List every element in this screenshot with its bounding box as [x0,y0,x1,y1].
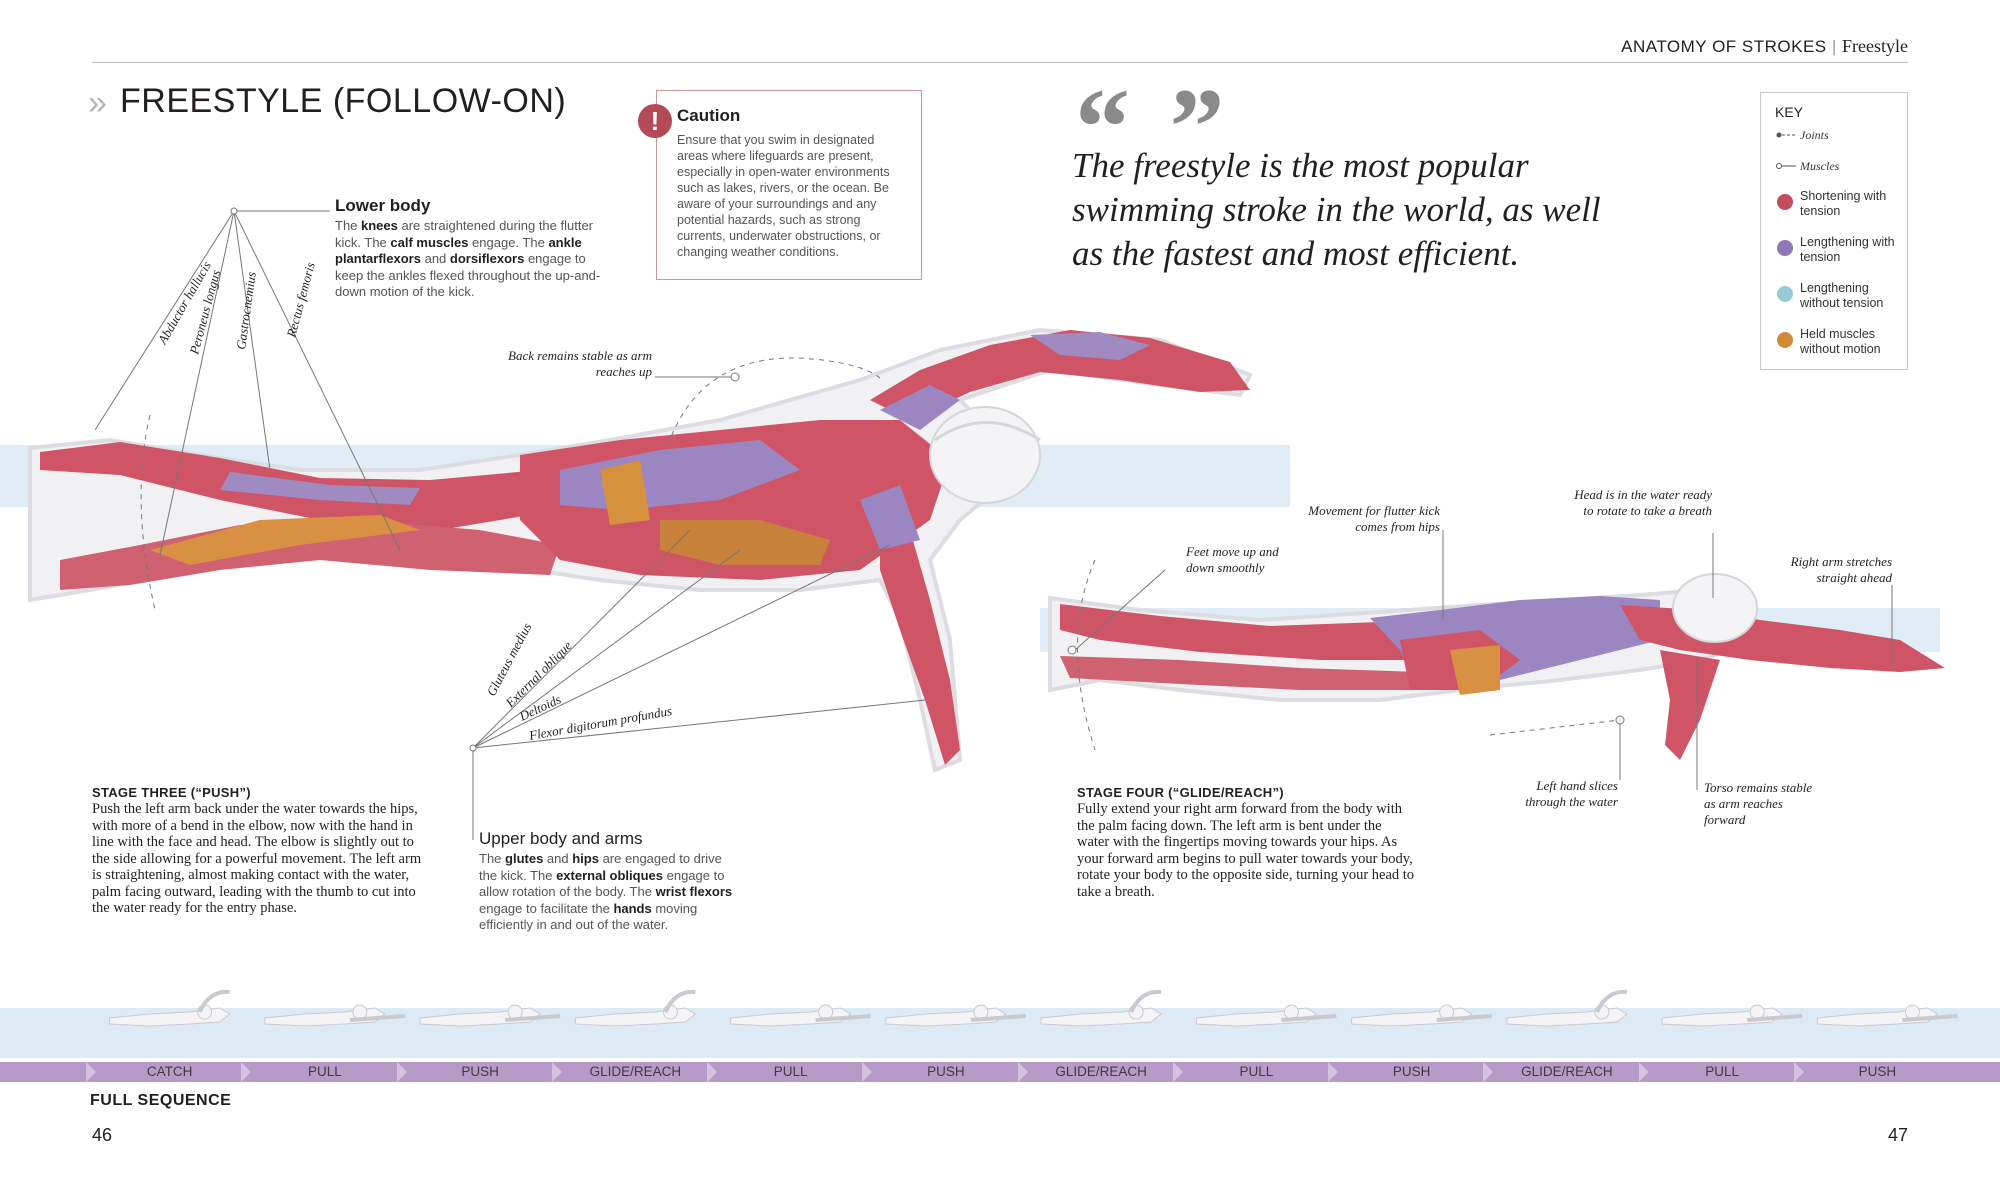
sequence-swimmer-figure [1506,989,1628,1027]
key-label-shortening: Shortening with tension [1800,189,1887,218]
leader-lines-upper [469,357,926,840]
pull-quote: The freestyle is the most popular swimmi… [1072,146,1601,273]
sequence-swimmer-figure [1195,1004,1337,1027]
callout-torso-stable: Torso remains stable as arm reaches forw… [1704,780,1813,827]
sequence-divider-icon [707,1062,717,1082]
sequence-divider-icon [396,1062,407,1082]
header-rule [92,62,1908,63]
stage-three-body: Push the left arm back under the water t… [92,801,422,916]
caution-body: Ensure that you swim in designated areas… [677,133,890,259]
muscle-label-rectus-femoris: Rectus femoris [283,261,318,340]
muscle-label-gastrocnemius: Gastrocnemius [233,271,259,351]
sequence-label: PULL [1705,1064,1740,1079]
leader-lines-right [1067,530,1893,790]
sequence-divider-icon [1793,1062,1804,1082]
leader-lines-lower [94,207,401,611]
callout-movement-flutter: Movement for flutter kick comes from hip… [1308,503,1440,534]
sequence-swimmer-figure [885,1004,1027,1027]
key-joints-label: Joints [1800,128,1829,142]
sequence-divider-icon [86,1062,96,1082]
key-symbols [1776,132,1796,169]
callout-head-water: Head is in the water ready to rotate to … [1574,487,1712,518]
upper-body-text: The glutes and hips are engaged to drive… [479,851,733,932]
lower-body-heading: Lower body [335,196,431,215]
title-chevron-icon: » [88,84,107,122]
key-swatch-lengthening-no-tension [1777,286,1793,302]
sequence-label: GLIDE/REACH [589,1064,682,1079]
key-swatch-lengthening [1777,240,1793,256]
sequence-divider-icon [1483,1062,1494,1082]
sequence-divider-icon [1638,1062,1649,1082]
stage-four-heading: STAGE FOUR (“GLIDE/REACH”) [1077,785,1284,800]
sequence-swimmer-figure [419,1004,561,1027]
sequence-label: GLIDE/REACH [1521,1064,1613,1079]
sequence-band [0,1062,2000,1082]
sequence-divider-icon [551,1062,562,1082]
sequence-label: CATCH [146,1064,193,1079]
sequence-divider-icon [862,1062,873,1082]
stage-four-body: Fully extend your right arm forward from… [1077,801,1415,900]
callout-back-stable: Back remains stable as arm reaches up [508,348,652,379]
sequence-swimmer-figure [1040,989,1163,1027]
upper-body-heading: Upper body and arms [479,829,643,848]
sequence-label: PULL [1239,1064,1274,1079]
key-label-lengthening: Lengthening with tension [1800,235,1895,264]
sequence-divider-icon [241,1062,252,1082]
sequence-swimmer-figure [1661,1004,1803,1027]
running-head-section: ANATOMY OF STROKES [1621,37,1827,56]
swimmer-stage-three [28,327,1253,773]
running-head-subsection: Freestyle [1842,36,1908,56]
full-sequence-title: FULL SEQUENCE [90,1092,232,1109]
callout-left-hand: Left hand slices through the water [1525,778,1618,809]
sequence-swimmer-figure [264,1004,406,1027]
sequence-divider-icon [1172,1062,1183,1082]
key-title: KEY [1775,104,1804,120]
sequence-label: PULL [773,1064,808,1079]
callout-feet-move: Feet move up and down smoothly [1186,544,1279,575]
sequence-label: PUSH [1392,1064,1431,1079]
quote-marks-icon: “ ” [1075,66,1231,188]
key-muscles-label: Muscles [1800,159,1840,173]
swimmer-stage-four [1048,573,1945,760]
sequence-swimmer-figure [730,1004,871,1027]
stage-three-heading: STAGE THREE (“PUSH”) [92,785,251,800]
key-swatch-held [1777,332,1793,348]
sequence-figures [109,989,1958,1027]
sequence-swimmer-figure [109,989,231,1027]
key-swatch-shortening [1777,194,1793,210]
sequence-label: PUSH [461,1064,499,1079]
lower-body-text: The knees are straightened during the fl… [335,218,601,299]
callout-right-arm: Right arm stretches straight ahead [1790,554,1892,585]
sequence-swimmer-figure [1816,1004,1958,1027]
running-head: ANATOMY OF STROKES | Freestyle [1621,36,1908,56]
key-label-held: Held muscles without motion [1800,327,1881,356]
sequence-label: PULL [307,1064,342,1079]
page-number-left: 46 [92,1125,113,1145]
sequence-swimmer-figure [574,989,697,1027]
page-number-right: 47 [1887,1125,1908,1145]
sequence-swimmer-figure [1351,1004,1492,1027]
sequence-divider-icon [1328,1062,1338,1082]
joint-symbol-icon [1776,132,1796,138]
caution-title: Caution [677,106,741,125]
caution-box [656,90,922,280]
sequence-label: PUSH [927,1064,965,1079]
sequence-label: GLIDE/REACH [1055,1064,1147,1079]
key-box [1760,92,1908,370]
sequence-label: PUSH [1858,1064,1897,1079]
sequence-divider-icon [1017,1062,1028,1082]
muscle-symbol-icon [1776,163,1796,169]
page-title: FREESTYLE (FOLLOW-ON) [120,82,567,120]
exclamation-icon: ! [638,104,672,138]
key-label-lengthening-no-tension: Lengthening without tension [1800,281,1884,310]
